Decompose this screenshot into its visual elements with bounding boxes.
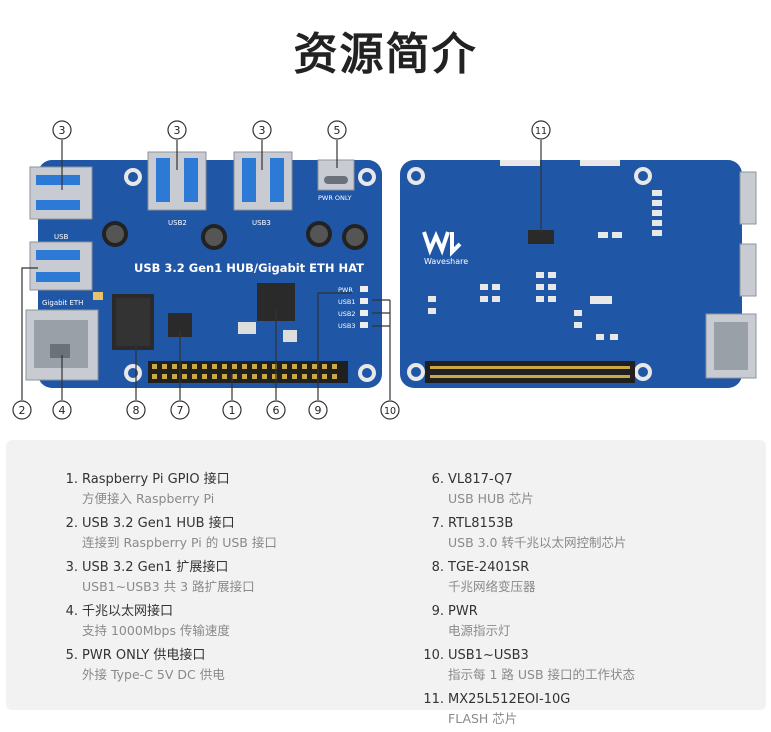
svg-text:1: 1 [229, 404, 236, 417]
svg-text:USB2: USB2 [168, 219, 187, 227]
svg-text:Waveshare: Waveshare [424, 257, 468, 266]
svg-text:6: 6 [273, 404, 280, 417]
svg-text:9: 9 [315, 404, 322, 417]
callout-2 [12, 400, 32, 420]
list-item: 7.RTL8153B USB 3.0 转千兆以太网控制芯片 [431, 516, 627, 550]
svg-text:USB3: USB3 [338, 322, 355, 330]
svg-text:7: 7 [177, 404, 184, 417]
callout-1 [222, 400, 242, 420]
list-item: 9.PWR 电源指示灯 [431, 604, 511, 638]
callout-11 [531, 120, 551, 140]
led-label-pwr: PWR [338, 286, 353, 294]
list-item: 8.TGE-2401SR 千兆网络变压器 [431, 560, 536, 594]
usb-port-side [29, 166, 93, 291]
callout-4 [52, 400, 72, 420]
resource-list-panel: 1.Raspberry Pi GPIO 接口 方便接入 Raspberry Pi… [6, 440, 766, 726]
callout-3b [167, 120, 187, 140]
callout-3a [52, 120, 72, 140]
board-front: USB Gigabit ETH USB2 USB3 PWR ONLY [25, 151, 382, 388]
callout-3c [252, 120, 272, 140]
usb-port-top-3 [233, 151, 293, 211]
waveshare-logo: Waveshare [422, 230, 468, 266]
product-figure: USB Gigabit ETH USB2 USB3 PWR ONLY [12, 120, 757, 420]
svg-text:3: 3 [259, 124, 266, 137]
resource-list-right: 6.VL817-Q7 USB HUB 芯片 7.RTL8153B USB 3.0… [418, 468, 758, 732]
callout-6 [266, 400, 286, 420]
svg-text:2: 2 [19, 404, 26, 417]
svg-text:4: 4 [59, 404, 66, 417]
board-back: Waveshare [400, 160, 757, 388]
list-item: 2.USB 3.2 Gen1 HUB 接口 连接到 Raspberry Pi 的… [65, 516, 277, 550]
svg-text:USB2: USB2 [338, 310, 355, 318]
port-label-eth: Gigabit ETH [42, 299, 83, 307]
callout-5 [327, 120, 347, 140]
list-item: 1.Raspberry Pi GPIO 接口 方便接入 Raspberry Pi [65, 472, 230, 506]
svg-text:11: 11 [535, 126, 547, 137]
svg-text:3: 3 [59, 124, 66, 137]
port-label-usb: USB [54, 233, 69, 241]
svg-text:8: 8 [133, 404, 140, 417]
list-item: 10.USB1~USB3 指示每 1 路 USB 接口的工作状态 [423, 648, 636, 682]
resource-list-left: 1.Raspberry Pi GPIO 接口 方便接入 Raspberry Pi… [60, 468, 400, 688]
gpio-pins [152, 364, 337, 379]
board-label: USB 3.2 Gen1 HUB/Gigabit ETH HAT [134, 261, 364, 275]
list-item: 4.千兆以太网接口 支持 1000Mbps 传输速度 [65, 604, 230, 638]
svg-text:5: 5 [334, 124, 341, 137]
port-label-pwr-only: PWR ONLY [318, 194, 352, 202]
list-item: 6.VL817-Q7 USB HUB 芯片 [431, 472, 534, 506]
svg-text:3: 3 [174, 124, 181, 137]
list-item: 11.MX25L512EOI-10G FLASH 芯片 [423, 692, 571, 726]
list-item: 3.USB 3.2 Gen1 扩展接口 USB1~USB3 共 3 路扩展接口 [65, 560, 255, 594]
callout-9 [308, 400, 328, 420]
svg-text:USB3: USB3 [252, 219, 271, 227]
list-item: 5.PWR ONLY 供电接口 外接 Type-C 5V DC 供电 [65, 648, 225, 682]
page-title: 资源简介 [293, 29, 478, 80]
callout-7 [170, 400, 190, 420]
callout-8 [126, 400, 146, 420]
svg-text:10: 10 [384, 406, 396, 417]
svg-text:USB1: USB1 [338, 298, 355, 306]
callout-10 [380, 400, 400, 420]
